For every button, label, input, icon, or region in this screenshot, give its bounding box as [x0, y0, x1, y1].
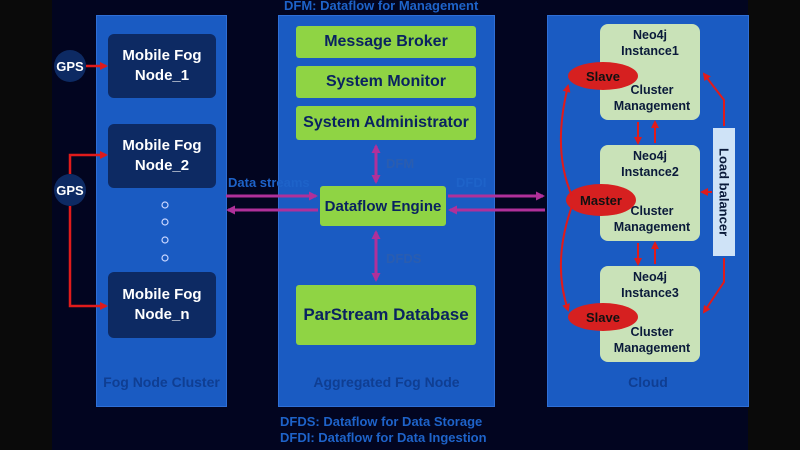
dfdi-caption: DFDI: Dataflow for Data Ingestion [280, 430, 487, 445]
instance-3-line1: Neo4j [632, 270, 668, 284]
instance-2-cm1: Cluster [630, 204, 674, 218]
right-border [748, 0, 800, 450]
system-monitor-box: System Monitor [296, 66, 476, 98]
dfm-caption: DFM: Dataflow for Management [284, 0, 479, 13]
node-2-line1: Mobile Fog [122, 136, 202, 154]
node-2-line2: Node_2 [134, 157, 190, 174]
instance-3-cm2: Management [613, 341, 691, 356]
dfm-label: DFM [386, 156, 415, 171]
dfdi-label: DFDI [456, 175, 487, 190]
cloud-label: Cloud [628, 374, 668, 390]
dfds-label: DFDS [386, 251, 422, 266]
instance-3-cm1: Cluster [630, 325, 674, 339]
instance-2-line1: Neo4j [632, 149, 668, 163]
gps-badge-2: GPS [54, 174, 86, 206]
instance-3-line2: Instance3 [621, 286, 679, 301]
instance-2-cm2: Management [613, 220, 691, 235]
slave-badge-1: Slave [568, 62, 638, 90]
fog-node-cluster-label: Fog Node Cluster [103, 374, 220, 390]
system-administrator-box: System Administrator [296, 106, 476, 140]
master-badge: Master [566, 184, 636, 216]
node-1-line2: Node_1 [134, 67, 190, 84]
node-n-line1: Mobile Fog [122, 285, 202, 303]
aggregated-fog-node-label: Aggregated Fog Node [313, 374, 460, 390]
data-streams-label: Data streams [228, 175, 310, 190]
node-n-line2: Node_n [134, 306, 190, 323]
parstream-database-box: ParStream Database [296, 285, 476, 345]
left-border [0, 0, 52, 450]
instance-1-cm1: Cluster [630, 83, 674, 97]
instance-1-cm2: Management [613, 99, 691, 114]
load-balancer-box: Load balancer [713, 128, 735, 256]
node-1-line1: Mobile Fog [122, 46, 202, 64]
gps-badge-1: GPS [54, 50, 86, 82]
message-broker-box: Message Broker [296, 26, 476, 58]
instance-1-line2: Instance1 [621, 44, 679, 59]
instance-2-line2: Instance2 [621, 165, 679, 180]
dfds-caption: DFDS: Dataflow for Data Storage [280, 414, 483, 429]
dataflow-engine-box: Dataflow Engine [320, 186, 446, 226]
slave-badge-3: Slave [568, 303, 638, 331]
instance-1-line1: Neo4j [632, 28, 668, 42]
